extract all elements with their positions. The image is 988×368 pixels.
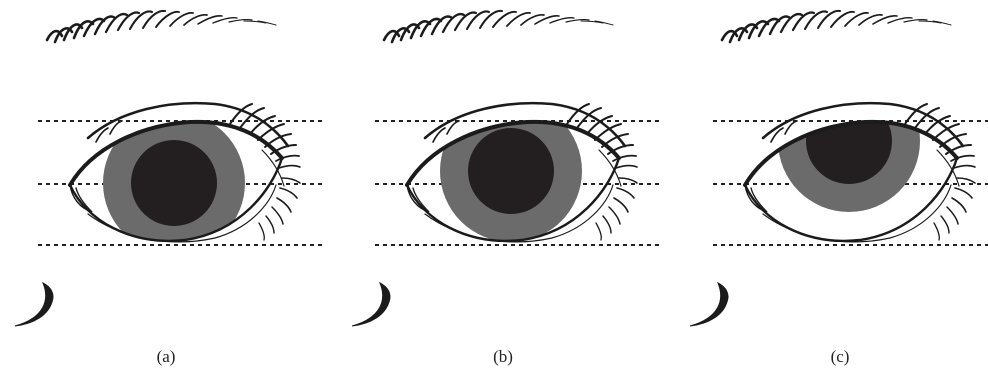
eyelash-icon <box>934 178 975 240</box>
caption-b: (b) <box>493 347 513 366</box>
nostril-curve-icon <box>352 283 390 326</box>
eyelash-icon <box>259 178 300 240</box>
eyebrow-icon <box>722 11 951 42</box>
eye-panel-c <box>690 11 975 326</box>
pupil-icon <box>131 140 217 226</box>
caption-a: (a) <box>157 347 176 366</box>
pupil-icon <box>468 128 554 214</box>
eyebrow-icon <box>47 11 276 42</box>
nostril-curve-icon <box>690 283 728 326</box>
eye-panel-a <box>15 11 300 326</box>
eyelash-icon <box>596 178 637 240</box>
caption-c: (c) <box>831 347 850 366</box>
eye-panel-b <box>352 11 637 326</box>
eyebrow-icon <box>384 11 613 42</box>
nostril-curve-icon <box>15 283 53 326</box>
